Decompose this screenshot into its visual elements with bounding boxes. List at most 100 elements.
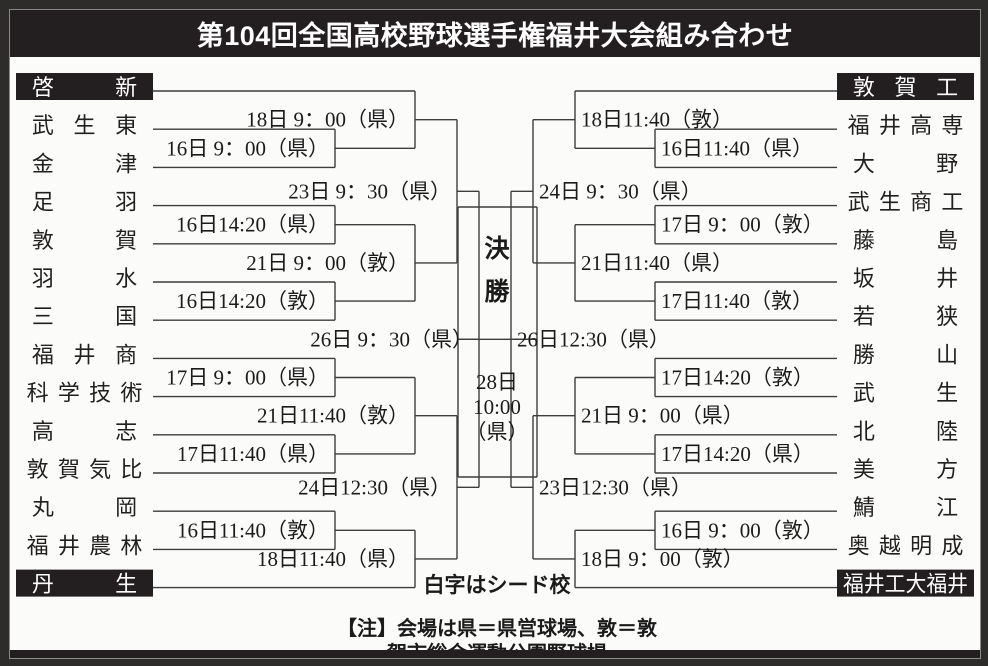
team-name-char: 新	[115, 75, 137, 100]
team-name-char: 武	[848, 190, 870, 215]
match-label-r2: 21日 9：00（敦）	[246, 251, 409, 275]
team-name: 福井工大福井	[843, 572, 968, 597]
team-name-char: 三	[32, 304, 54, 329]
final-label-line2: 勝	[484, 278, 510, 306]
team-name-char: 井	[73, 342, 95, 367]
match-label-r2: 18日11:40（県）	[257, 547, 409, 571]
team-name-char: 野	[936, 151, 958, 176]
final-date-line1: 28日	[476, 370, 518, 394]
team-name-char: 高	[32, 419, 54, 444]
final-block: 決 勝 28日 10:00 （県）	[466, 235, 529, 444]
final-date-line3: （県）	[466, 420, 529, 444]
venue-note-line1: 【注】会場は県＝県営球場、敦＝敦	[337, 616, 658, 640]
team-name-char: 福	[32, 342, 54, 367]
team-name-char: 賀	[894, 75, 916, 100]
match-label-r1: 17日11:40（敦）	[661, 289, 813, 313]
team-name-char: 藤	[853, 228, 875, 253]
bracket-frame: 第104回全国高校野球選手権福井大会組み合わせ 啓新武生東金津足羽敦賀羽水三国福…	[9, 9, 981, 659]
team-name-char: 商	[115, 342, 137, 367]
seed-legend: 白字はシード校	[424, 573, 572, 597]
team-name-char: 国	[115, 304, 137, 329]
seed-highlight	[837, 569, 974, 597]
team-name-char: 山	[936, 342, 958, 367]
team-name-char: 津	[115, 151, 137, 176]
team-name-char: 生	[115, 572, 137, 597]
final-label-line1: 決	[484, 235, 510, 263]
team-name-char: 生	[936, 381, 958, 406]
match-label-r2: 18日11:40（敦）	[581, 108, 733, 132]
team-name-char: 気	[89, 457, 111, 482]
match-label-r2: 18日 9：00（県）	[246, 108, 409, 132]
tournament-bracket: 啓新武生東金津足羽敦賀羽水三国福井商科学技術高志敦賀気比丸岡福井農林丹生 敦賀工…	[16, 73, 974, 658]
team-name-char: 明	[910, 533, 932, 558]
match-label-r3: 24日12:30（県）	[298, 475, 451, 499]
team-name-char: 武	[32, 113, 54, 138]
team-name-char: 専	[941, 113, 963, 138]
match-label-semifinal: 26日 9：30（県）	[310, 327, 473, 351]
team-name-char: 林	[120, 533, 142, 558]
match-label-r1: 16日14:20（敦）	[176, 289, 329, 313]
team-name-char: 井	[879, 113, 901, 138]
team-name-char: 工	[936, 75, 958, 100]
team-name-char: 賀	[58, 457, 80, 482]
team-name-char: 若	[853, 304, 875, 329]
team-name-char: 陸	[936, 419, 958, 444]
team-name-char: 賀	[115, 228, 137, 253]
team-name-char: 敦	[853, 75, 875, 100]
left-team-column: 啓新武生東金津足羽敦賀羽水三国福井商科学技術高志敦賀気比丸岡福井農林丹生	[16, 73, 153, 597]
match-label-r1: 16日 9：00（県）	[166, 136, 329, 160]
match-label-r2: 21日11:40（県）	[581, 251, 733, 275]
team-name-char: 比	[120, 457, 142, 482]
team-name-char: 水	[115, 266, 137, 291]
team-name-char: 志	[115, 419, 137, 444]
bracket-lines	[153, 90, 837, 589]
match-label-r3: 24日 9：30（県）	[539, 179, 702, 203]
right-team-column: 敦賀工福井高専大野武生商工藤島坂井若狭勝山武生北陸美方鯖江奥越明成福井工大福井	[837, 73, 974, 597]
team-name-char: 工	[941, 190, 963, 215]
bottom-bar	[10, 650, 980, 658]
team-name-char: 井	[936, 266, 958, 291]
team-name-char: 北	[853, 419, 875, 444]
team-name-char: 足	[32, 190, 54, 215]
team-name-char: 武	[853, 381, 875, 406]
team-name-char: 美	[853, 457, 875, 482]
page-title: 第104回全国高校野球選手権福井大会組み合わせ	[196, 21, 794, 51]
team-name-char: 金	[32, 151, 54, 176]
seed-highlight	[16, 569, 153, 597]
team-name-char: 方	[936, 457, 958, 482]
team-name-char: 江	[936, 495, 958, 520]
team-name-char: 大	[853, 151, 875, 176]
team-name-char: 商	[910, 190, 932, 215]
team-name-char: 羽	[115, 190, 137, 215]
left-match-labels: 16日 9：00（県） 16日14:20（県） 16日14:20（敦） 17日 9：0…	[166, 108, 473, 571]
match-label-r1: 16日14:20（県）	[176, 213, 329, 237]
match-label-r2: 18日 9：00（敦）	[581, 547, 744, 571]
seed-highlight	[837, 73, 974, 100]
title-bar: 第104回全国高校野球選手権福井大会組み合わせ	[10, 10, 980, 57]
team-name-char: 生	[879, 190, 901, 215]
team-name-char: 高	[910, 113, 932, 138]
match-label-r1: 17日 9：00（県）	[166, 366, 329, 390]
match-label-r1: 17日 9：00（敦）	[661, 213, 824, 237]
team-name-char: 岡	[115, 495, 137, 520]
team-name-char: 福	[27, 533, 49, 558]
team-name-char: 生	[73, 113, 95, 138]
team-name-char: 奥	[848, 533, 870, 558]
match-label-r1: 17日11:40（県）	[177, 442, 329, 466]
team-name-char: 丸	[32, 495, 54, 520]
match-label-r1: 16日11:40（県）	[661, 136, 813, 160]
team-name-char: 鯖	[853, 495, 875, 520]
match-label-r2: 21日 9：00（県）	[581, 404, 744, 428]
match-label-r1: 16日11:40（敦）	[177, 518, 329, 542]
team-name-char: 学	[58, 381, 80, 406]
team-name-char: 島	[936, 228, 958, 253]
team-name-char: 丹	[32, 572, 54, 597]
team-name-char: 啓	[32, 75, 54, 100]
match-label-semifinal: 26日12:30（県）	[517, 327, 670, 351]
team-name-char: 井	[58, 533, 80, 558]
team-name-char: 成	[941, 533, 963, 558]
team-name-char: 坂	[853, 266, 875, 291]
match-label-r1: 17日14:20（県）	[661, 442, 814, 466]
team-name-char: 科	[27, 381, 49, 406]
